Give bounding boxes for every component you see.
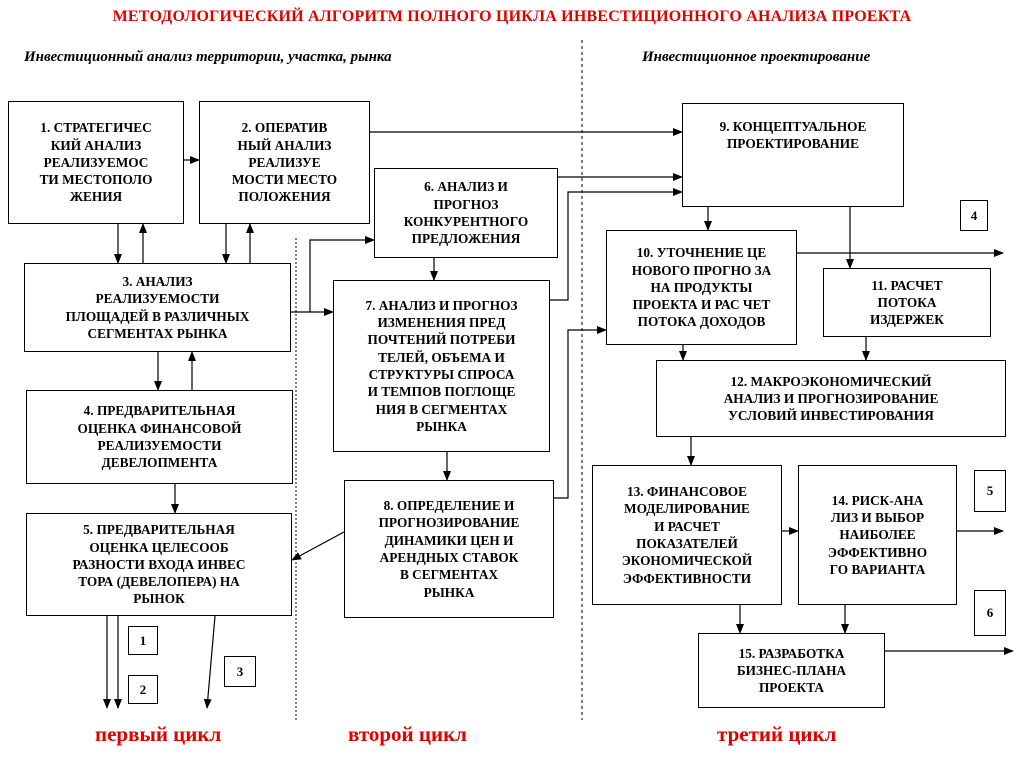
output-marker-3: 3 — [224, 656, 256, 687]
box-10-revenue-forecast: 10. УТОЧНЕНИЕ ЦЕ НОВОГО ПРОГНО ЗА НА ПРО… — [606, 230, 797, 345]
box-5-market-entry: 5. ПРЕДВАРИТЕЛЬНАЯ ОЦЕНКА ЦЕЛЕСООБ РАЗНО… — [26, 513, 292, 616]
section-left-heading: Инвестиционный анализ территории, участк… — [24, 49, 392, 65]
box-12-macroeconomic-analysis: 12. МАКРОЭКОНОМИЧЕСКИЙ АНАЛИЗ И ПРОГНОЗИ… — [656, 360, 1006, 437]
cycle-label-third: третий цикл — [717, 722, 837, 746]
output-marker-5: 5 — [974, 470, 1006, 512]
box-14-risk-analysis: 14. РИСК-АНА ЛИЗ И ВЫБОР НАИБОЛЕЕ ЭФФЕКТ… — [798, 465, 957, 605]
box-3-area-feasibility: 3. АНАЛИЗ РЕАЛИЗУЕМОСТИ ПЛОЩАДЕЙ В РАЗЛИ… — [24, 263, 291, 352]
arrow-5-out-c — [203, 615, 216, 709]
box-4-financial-feasibility: 4. ПРЕДВАРИТЕЛЬНАЯ ОЦЕНКА ФИНАНСОВОЙ РЕА… — [26, 390, 293, 484]
output-marker-4: 4 — [960, 200, 988, 231]
arrow-8-to-10 — [554, 326, 607, 499]
box-13-financial-modeling: 13. ФИНАНСОВОЕ МОДЕЛИРОВАНИЕ И РАСЧЕТ ПО… — [592, 465, 782, 605]
output-marker-2: 2 — [128, 675, 158, 704]
box-7-demand-forecast: 7. АНАЛИЗ И ПРОГНОЗ ИЗМЕНЕНИЯ ПРЕД ПОЧТЕ… — [333, 280, 550, 452]
cycle-label-second: второй цикл — [348, 722, 467, 746]
box-15-business-plan: 15. РАЗРАБОТКА БИЗНЕС-ПЛАНА ПРОЕКТА — [698, 633, 885, 708]
cycle-label-first: первый цикл — [95, 722, 222, 746]
output-marker-6: 6 — [974, 590, 1006, 636]
arrow-to-6 — [309, 236, 375, 312]
box-2-operational-analysis: 2. ОПЕРАТИВ НЫЙ АНАЛИЗ РЕАЛИЗУЕ МОСТИ МЕ… — [199, 101, 370, 224]
box-6-competition-forecast: 6. АНАЛИЗ И ПРОГНОЗ КОНКУРЕНТНОГО ПРЕДЛО… — [374, 168, 558, 258]
arrow-8-to-5 — [291, 531, 345, 561]
arrow-7-to-9 — [550, 188, 683, 301]
box-11-cost-flow: 11. РАСЧЕТ ПОТОКА ИЗДЕРЖЕК — [823, 268, 991, 337]
box-1-strategic-analysis: 1. СТРАТЕГИЧЕС КИЙ АНАЛИЗ РЕАЛИЗУЕМОС ТИ… — [8, 101, 184, 224]
output-marker-1: 1 — [128, 626, 158, 655]
box-9-concept-design: 9. КОНЦЕПТУАЛЬНОЕ ПРОЕКТИРОВАНИЕ — [682, 103, 904, 207]
box-8-price-forecast: 8. ОПРЕДЕЛЕНИЕ И ПРОГНОЗИРОВАНИЕ ДИНАМИК… — [344, 480, 554, 618]
section-right-heading: Инвестиционное проектирование — [642, 49, 871, 65]
diagram-title: МЕТОДОЛОГИЧЕСКИЙ АЛГОРИТМ ПОЛНОГО ЦИКЛА … — [112, 8, 912, 25]
